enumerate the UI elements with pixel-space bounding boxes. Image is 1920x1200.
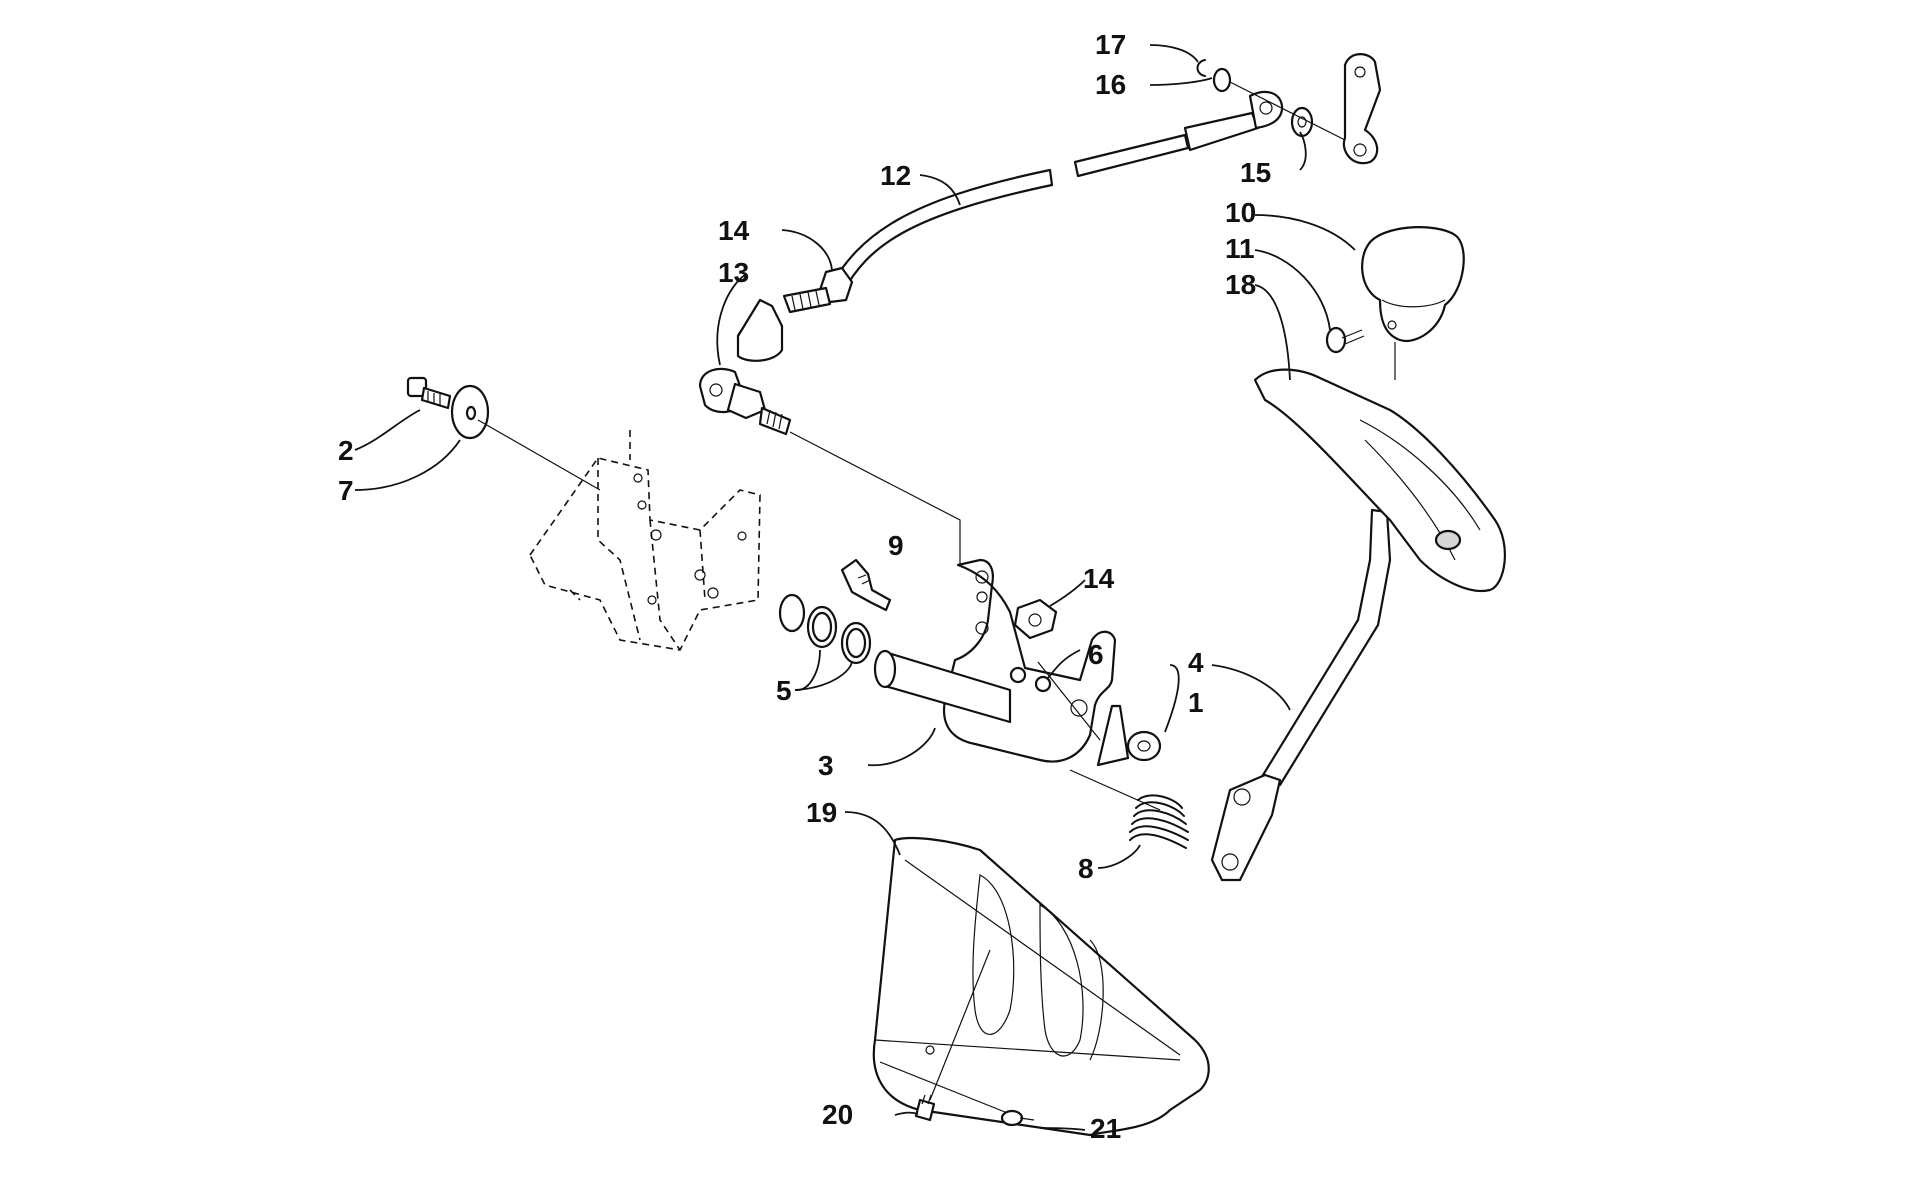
nut-part-1 [1126, 730, 1162, 762]
nut-part-14-lower [1013, 598, 1058, 640]
callout-2: 2 [338, 435, 354, 466]
callout-17: 17 [1095, 29, 1126, 60]
callout-19: 19 [806, 797, 837, 828]
callout-11: 11 [1225, 233, 1255, 264]
leader-lines [354, 44, 1356, 1131]
callout-13: 13 [718, 257, 749, 288]
callout-14-upper: 14 [718, 215, 750, 246]
callout-15: 15 [1240, 157, 1271, 188]
screw-part-21 [1000, 1109, 1035, 1127]
callout-18: 18 [1225, 269, 1256, 300]
assembly-line-bolt [477, 419, 601, 491]
knob-part-10 [1361, 226, 1465, 343]
pin-part-11 [1325, 326, 1365, 354]
linkage-arm [1342, 53, 1382, 165]
rod-end-part-13 [698, 298, 792, 436]
handle-grip-part-18 [1253, 368, 1507, 593]
callout-9: 9 [888, 530, 904, 561]
o-rings-part-5 [778, 593, 872, 665]
callout-20: 20 [822, 1099, 853, 1130]
frame-bracket [529, 430, 761, 651]
assembly-line-linkage [1229, 81, 1346, 141]
assembly-line-spring [1069, 769, 1161, 811]
callout-1: 1 [1188, 687, 1204, 718]
callout-5: 5 [776, 675, 792, 706]
spring-part-8 [1129, 794, 1189, 849]
washer-part-16 [1212, 67, 1232, 93]
cover-part-19 [872, 836, 1210, 1137]
pivot-shaft-part-3 [873, 558, 1130, 767]
callout-4: 4 [1188, 647, 1204, 678]
callout-10: 10 [1225, 197, 1256, 228]
assembly-line-screw-20 [929, 949, 991, 1101]
callout-7: 7 [338, 475, 354, 506]
bolt-part-2 [406, 376, 452, 410]
assembly-line-screw-21 [879, 1061, 1006, 1113]
callout-12: 12 [880, 160, 911, 191]
callout-3: 3 [818, 750, 834, 781]
nut-part-14-upper [782, 266, 854, 314]
callout-8: 8 [1078, 853, 1094, 884]
callout-6: 6 [1088, 639, 1104, 670]
washers-part-6 [1009, 666, 1052, 693]
clip-part-17 [1196, 59, 1206, 77]
assembly-line-rod-end [789, 431, 961, 565]
rod-part-12 [828, 90, 1284, 296]
grease-fitting-part-9 [840, 558, 892, 612]
callout-14-lower: 14 [1083, 563, 1115, 594]
screw-part-20 [914, 1094, 936, 1122]
callout-16: 16 [1095, 69, 1126, 100]
washer-part-7 [450, 384, 490, 440]
callout-21: 21 [1090, 1113, 1121, 1144]
pedal-lever-part-4 [1210, 508, 1392, 882]
